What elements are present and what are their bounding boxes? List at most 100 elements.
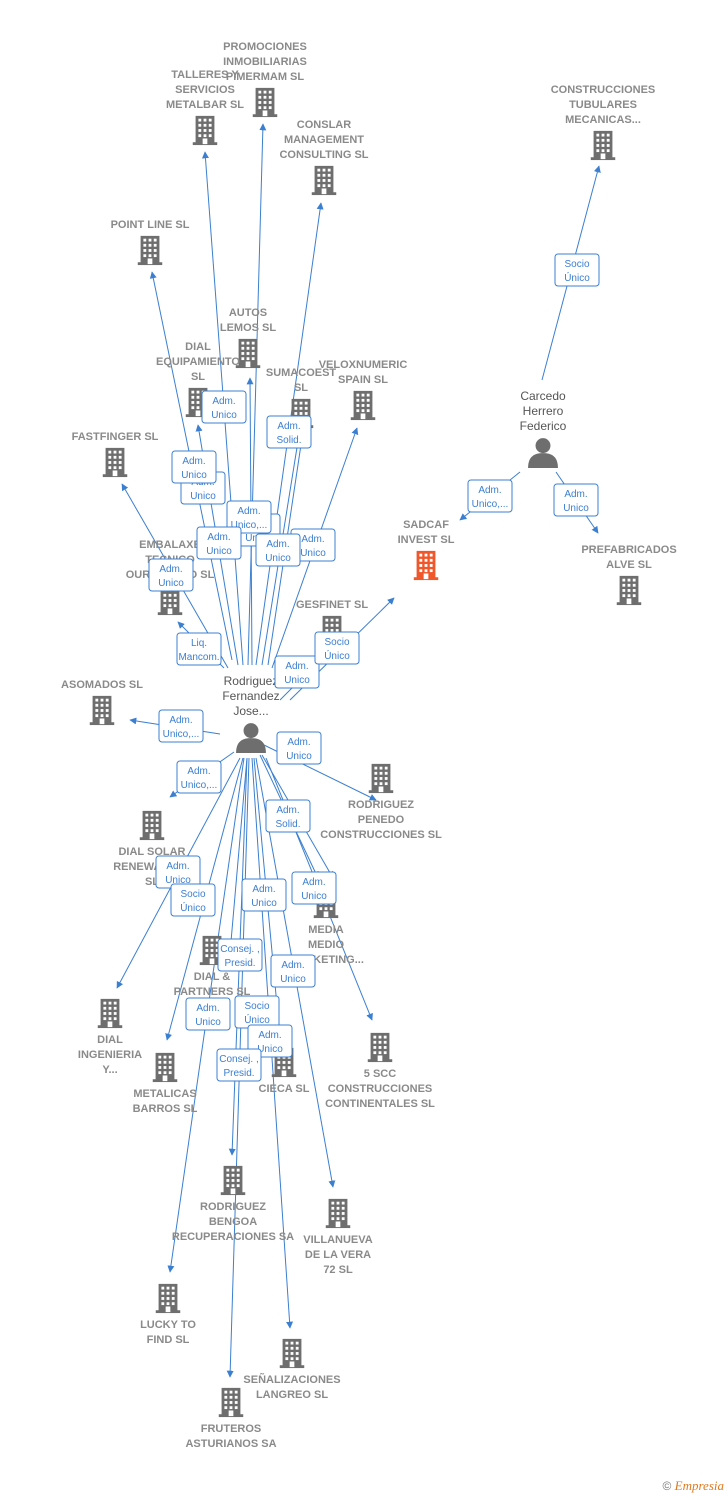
- edge-label-line: Adm.: [258, 1030, 281, 1041]
- edge-label[interactable]: Adm.Unico: [185, 997, 231, 1031]
- footer-brand[interactable]: © Empresia: [662, 1478, 724, 1494]
- person-node-rodriguez[interactable]: RodriguezFernandezJose...: [222, 674, 280, 753]
- edge-label-line: Unico: [165, 875, 191, 886]
- edge-label[interactable]: Adm.Unico: [255, 533, 301, 567]
- company-node-pointline[interactable]: POINT LINE SL: [111, 219, 190, 266]
- edge-label[interactable]: Adm.Unico: [276, 731, 322, 765]
- edge-label-box: [265, 799, 311, 833]
- edge-label-line: Unico: [158, 578, 184, 589]
- edge-label-line: Solid.: [276, 435, 301, 446]
- edge-label-box: [274, 655, 320, 689]
- node-label-line: DIAL SOLAR: [118, 846, 185, 858]
- edge-label-line: Adm.: [166, 861, 189, 872]
- edge-label[interactable]: Adm.Unico,...: [467, 479, 513, 513]
- edge-label[interactable]: Consej. ,Presid.: [217, 938, 263, 972]
- node-label-line: RODRIGUEZ: [348, 799, 414, 811]
- node-label-line: RODRIGUEZ: [200, 1201, 266, 1213]
- person-icon: [528, 438, 558, 468]
- company-node-cieca[interactable]: CIECA SL: [259, 1047, 310, 1095]
- building-icon: [139, 810, 165, 841]
- edge-label-line: Solid.: [275, 819, 300, 830]
- node-label-line: Y...: [102, 1064, 117, 1076]
- edge-label[interactable]: Adm.Unico: [241, 878, 287, 912]
- company-node-fastfinger[interactable]: FASTFINGER SL: [72, 431, 159, 478]
- edge-label-box: [270, 954, 316, 988]
- edge-label[interactable]: Adm.Unico: [148, 558, 194, 592]
- edge-label-line: Adm.: [301, 534, 324, 545]
- node-label-line: 72 SL: [323, 1264, 353, 1276]
- edge-label[interactable]: Adm.Unico: [196, 526, 242, 560]
- edge-label-line: Presid.: [223, 1068, 254, 1079]
- company-node-asomados[interactable]: ASOMADOS SL: [61, 679, 143, 726]
- node-label-line: SERVICIOS: [175, 84, 235, 96]
- node-label-line: LANGREO SL: [256, 1389, 328, 1401]
- node-label-line: TALLERES Y: [171, 69, 239, 81]
- edge-label-box: [176, 760, 222, 794]
- edge-label[interactable]: Liq.Mancom.: [176, 632, 222, 666]
- edge-label[interactable]: Adm.Solid.: [266, 415, 312, 449]
- edge-label[interactable]: Adm.Unico,...: [158, 709, 204, 743]
- edge-label[interactable]: Consej. ,Presid.: [216, 1048, 262, 1082]
- edge-label[interactable]: Adm.Unico: [553, 483, 599, 517]
- building-icon: [220, 1165, 246, 1196]
- building-icon: [590, 130, 616, 161]
- node-label-line: PARTNERS SL: [174, 986, 251, 998]
- building-icon: [616, 575, 642, 606]
- edge-label[interactable]: Adm.Unico: [270, 954, 316, 988]
- company-node-dialpartners[interactable]: DIAL &PARTNERS SL: [174, 935, 251, 998]
- edge-label-box: [170, 883, 216, 917]
- edge-label[interactable]: Adm.Unico: [171, 450, 217, 484]
- edge-label[interactable]: Adm.Unico: [274, 655, 320, 689]
- node-label-line: PENEDO: [358, 814, 405, 826]
- building-icon: [368, 763, 394, 794]
- edge-label[interactable]: Adm.Unico: [201, 390, 247, 424]
- edge-label-line: Adm.: [212, 396, 235, 407]
- edge-label-line: Unico: [190, 491, 216, 502]
- node-label-line: CONSLAR: [297, 119, 351, 131]
- node-label-line: FASTFINGER SL: [72, 431, 159, 443]
- edge-label-line: Presid.: [224, 958, 255, 969]
- edge-label[interactable]: Adm.Unico: [291, 871, 337, 905]
- node-label-line: METALICAS: [133, 1088, 196, 1100]
- node-label-line: VELOXNUMERIC: [319, 359, 408, 371]
- building-icon: [252, 87, 278, 118]
- edge-label-line: Socio: [180, 889, 205, 900]
- edge-label-box: [241, 878, 287, 912]
- edge-label[interactable]: Adm. Unico: [155, 855, 201, 889]
- building-icon: [192, 115, 218, 146]
- node-label-line: Herrero: [523, 404, 564, 418]
- company-node-consrtub[interactable]: CONSTRUCCIONESTUBULARESMECANICAS...: [551, 84, 656, 161]
- company-node-dialing[interactable]: DIALINGENIERIAY...: [78, 998, 142, 1076]
- edge-label-line: Único: [564, 271, 590, 284]
- node-label-line: INMOBILIARIAS: [223, 56, 307, 68]
- edge-label[interactable]: Adm.Unico,...: [176, 760, 222, 794]
- edge-label-line: Unico: [284, 675, 310, 686]
- node-label-line: BENGOA: [209, 1216, 257, 1228]
- edge-label[interactable]: Adm.Unico,...: [226, 500, 272, 534]
- company-node-gesfinet[interactable]: GESFINET SL: [296, 599, 368, 646]
- edge-label[interactable]: Adm.Solid.: [265, 799, 311, 833]
